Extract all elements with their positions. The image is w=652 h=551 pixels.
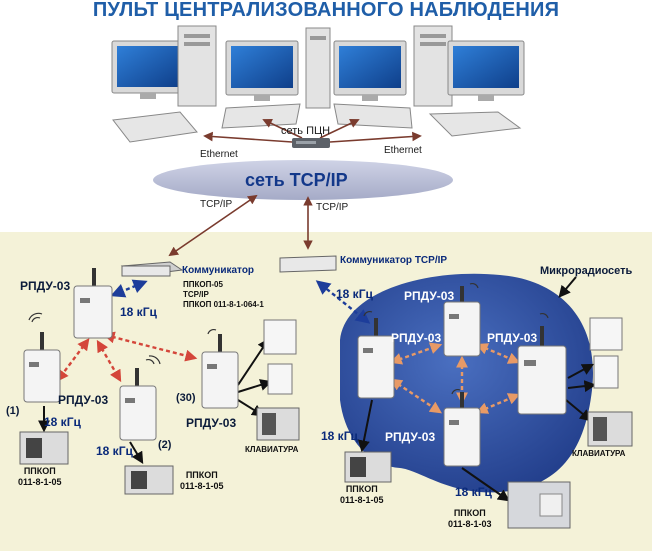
ppkop-number: 011-8-1-05 xyxy=(18,477,62,488)
device-marker-30: (30) xyxy=(176,392,196,404)
keyboard-icon xyxy=(333,103,413,129)
ppkop-name: ППКОП xyxy=(453,508,486,518)
frequency-label: 18 кГц xyxy=(455,485,492,499)
rpdu-label: РПДУ-03 xyxy=(487,331,538,345)
frequency-label: 18 кГц xyxy=(44,415,81,429)
sensor-icon xyxy=(589,317,623,389)
rpdu-label: РПДУ-03 xyxy=(404,289,455,303)
ppkop-number: 011-8-1-05 xyxy=(340,495,384,506)
keypad-icon xyxy=(256,407,300,441)
rpdu-device-left-2 xyxy=(119,368,157,441)
ppkop-label-1: ППКОП 011-8-1-05 xyxy=(18,466,62,489)
pc-tower-icon xyxy=(413,25,453,107)
ethernet-label-left: Ethernet xyxy=(200,149,238,160)
rpdu-device-micronet-3 xyxy=(443,392,481,467)
ethernet-label-right: Ethernet xyxy=(384,145,422,156)
frequency-label: 18 кГц xyxy=(321,429,358,443)
tcpip-link-label-left: TCP/IP xyxy=(200,199,233,210)
frequency-label: 18 кГц xyxy=(120,305,157,319)
rpdu-label: РПДУ-03 xyxy=(186,416,237,430)
keyboard-icon xyxy=(428,111,522,137)
sensor-icon xyxy=(263,319,297,395)
rpdu-device-left-top xyxy=(73,268,113,339)
keypad-label: КЛАВИАТУРА xyxy=(572,449,626,458)
ppkop-number: 011-8-1-03 xyxy=(448,519,492,530)
keypad-icon xyxy=(587,411,633,447)
rpdu-device-left-1 xyxy=(23,332,61,403)
tcpip-link-left xyxy=(168,194,258,257)
frequency-label: 18 кГц xyxy=(336,287,373,301)
ppkop-name: ППКОП xyxy=(185,470,218,480)
page-title: ПУЛЬТ ЦЕНТРАЛИЗОВАННОГО НАБЛЮДЕНИЯ xyxy=(92,0,560,21)
communicator-right-device xyxy=(279,255,337,273)
ppkop-name: ППКОП xyxy=(23,466,56,476)
frequency-label: 18 кГц xyxy=(96,444,133,458)
communicator-right-title: Коммуникатор TCP/IP xyxy=(340,255,448,266)
rpdu-device-left-30 xyxy=(201,334,239,409)
radio-link-communicator xyxy=(315,280,371,324)
communicator-left-line-3: ППКОП 011-8-1-064-1 xyxy=(183,300,264,309)
rpdu-label: РПДУ-03 xyxy=(20,279,71,293)
pc-tower-icon xyxy=(305,27,331,109)
monitor-icon xyxy=(333,40,407,101)
pcn-network-label: сеть ПЦН xyxy=(281,125,331,137)
ppkop-panel-1 xyxy=(19,431,69,465)
tcpip-cloud xyxy=(153,160,453,200)
pcn-switch-icon xyxy=(292,138,330,148)
keyboard-icon xyxy=(221,103,301,129)
ppkop-panel-3 xyxy=(344,451,392,483)
rpdu-device-micronet-1 xyxy=(357,318,395,399)
ppkop-name: ППКОП xyxy=(345,484,378,494)
ppkop-panel-2 xyxy=(124,465,174,495)
rpdu-label: РПДУ-03 xyxy=(391,331,442,345)
ppkop-label-4: ППКОП 011-8-1-03 xyxy=(448,508,492,531)
pcn-links xyxy=(203,118,422,143)
ppkop-number: 011-8-1-05 xyxy=(180,481,224,492)
ppkop-label-3: ППКОП 011-8-1-05 xyxy=(340,484,384,507)
communicator-left-line-2: TCP/IP xyxy=(183,290,209,299)
keyboard-icon xyxy=(112,111,198,143)
monitor-icon xyxy=(225,40,299,101)
radio-wave-icon xyxy=(28,282,549,395)
rpdu-label: РПДУ-03 xyxy=(385,430,436,444)
communicator-left-device xyxy=(120,261,184,277)
micronet-label: Микрорадиосеть xyxy=(540,265,633,277)
rpdu-device-micronet-4 xyxy=(517,326,567,415)
tcpip-cloud-label: сеть TCP/IP xyxy=(245,170,348,190)
communicator-left-title: Коммуникатор xyxy=(182,265,255,276)
radio-links-left xyxy=(56,279,198,383)
monitor-icon xyxy=(447,40,525,101)
rpdu-label: РПДУ-03 xyxy=(58,393,109,407)
monitor-icon xyxy=(111,40,185,99)
pc-tower-icon xyxy=(177,25,217,107)
communicator-left-line-1: ППКОП-05 xyxy=(183,280,223,289)
device-marker-1: (1) xyxy=(6,405,20,417)
ppkop-panel-4 xyxy=(507,481,571,529)
device-marker-2: (2) xyxy=(158,439,172,451)
tcpip-link-label-right: TCP/IP xyxy=(316,202,349,213)
keypad-label: КЛАВИАТУРА xyxy=(245,445,299,454)
rpdu-device-micronet-2 xyxy=(443,286,481,357)
ppkop-label-2: ППКОП 011-8-1-05 xyxy=(180,470,224,493)
